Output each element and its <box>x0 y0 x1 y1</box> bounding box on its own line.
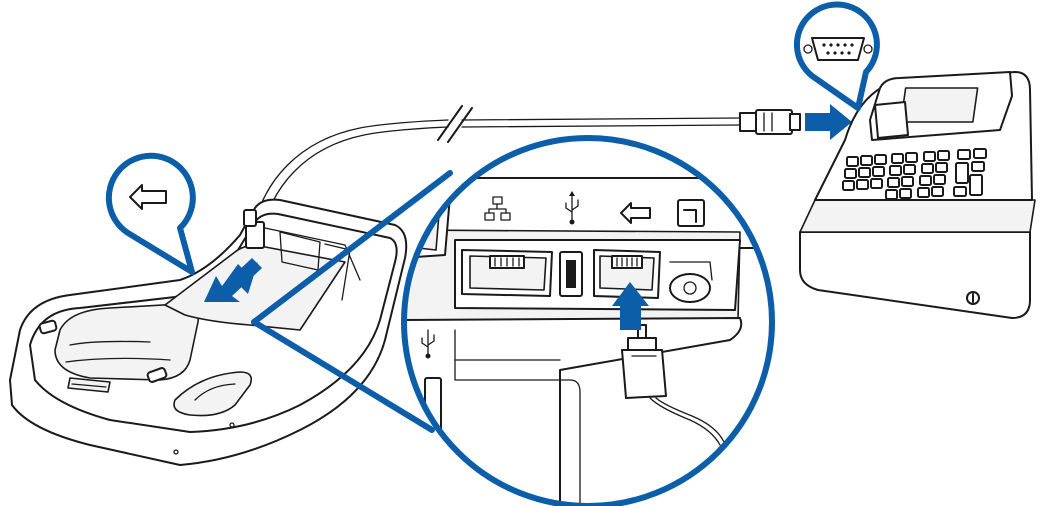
usb-port <box>560 252 582 296</box>
db9-connector <box>740 110 800 134</box>
rs232-callout <box>109 156 193 272</box>
serial-port-callout <box>797 5 877 108</box>
power-icon <box>678 200 704 226</box>
insert-arrow-register <box>805 104 852 140</box>
network-port <box>462 250 552 296</box>
payment-terminal-base <box>10 200 406 465</box>
